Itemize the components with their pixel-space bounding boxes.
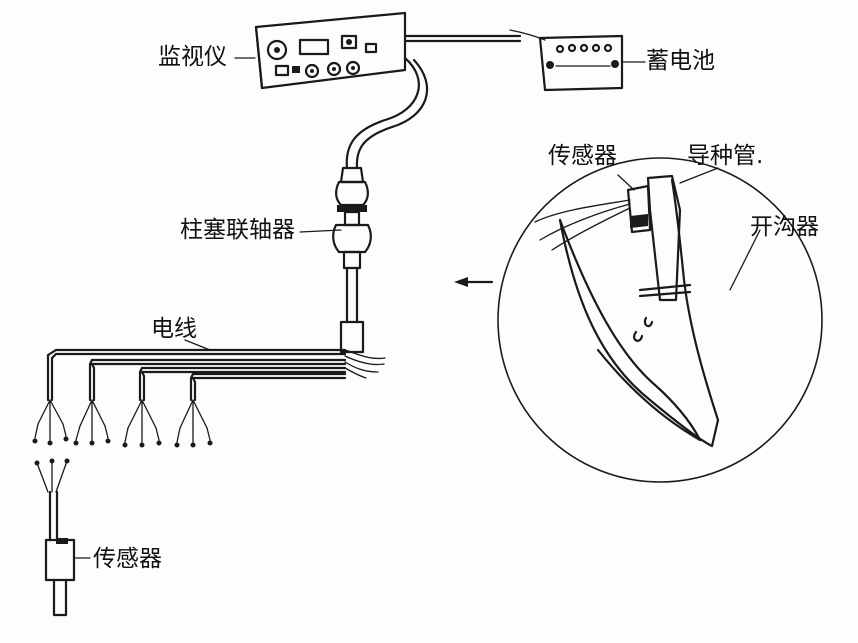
furrow-opener-label: 开沟器: [750, 214, 819, 240]
detail-magnifier: [454, 157, 823, 483]
monitor-unit: [254, 11, 407, 90]
battery-label: 蓄电池: [646, 48, 715, 74]
wires-label: 电线: [151, 316, 197, 342]
seed-tube-label: 导种管.: [687, 143, 764, 169]
wire-harness: [32, 348, 386, 448]
bottom-sensor-assembly: [34, 458, 91, 617]
plug-coupler-label: 柱塞联轴器: [180, 217, 295, 243]
leader-lines: [184, 57, 761, 351]
monitor-label: 监视仪: [158, 44, 227, 70]
battery: [538, 34, 624, 92]
plug-coupler: [332, 166, 372, 354]
main-cable: [345, 56, 420, 170]
battery-cable: [403, 34, 522, 43]
sensor-bottom-label: 传感器: [93, 546, 162, 572]
sensor-detail-label: 传感器: [548, 143, 617, 169]
